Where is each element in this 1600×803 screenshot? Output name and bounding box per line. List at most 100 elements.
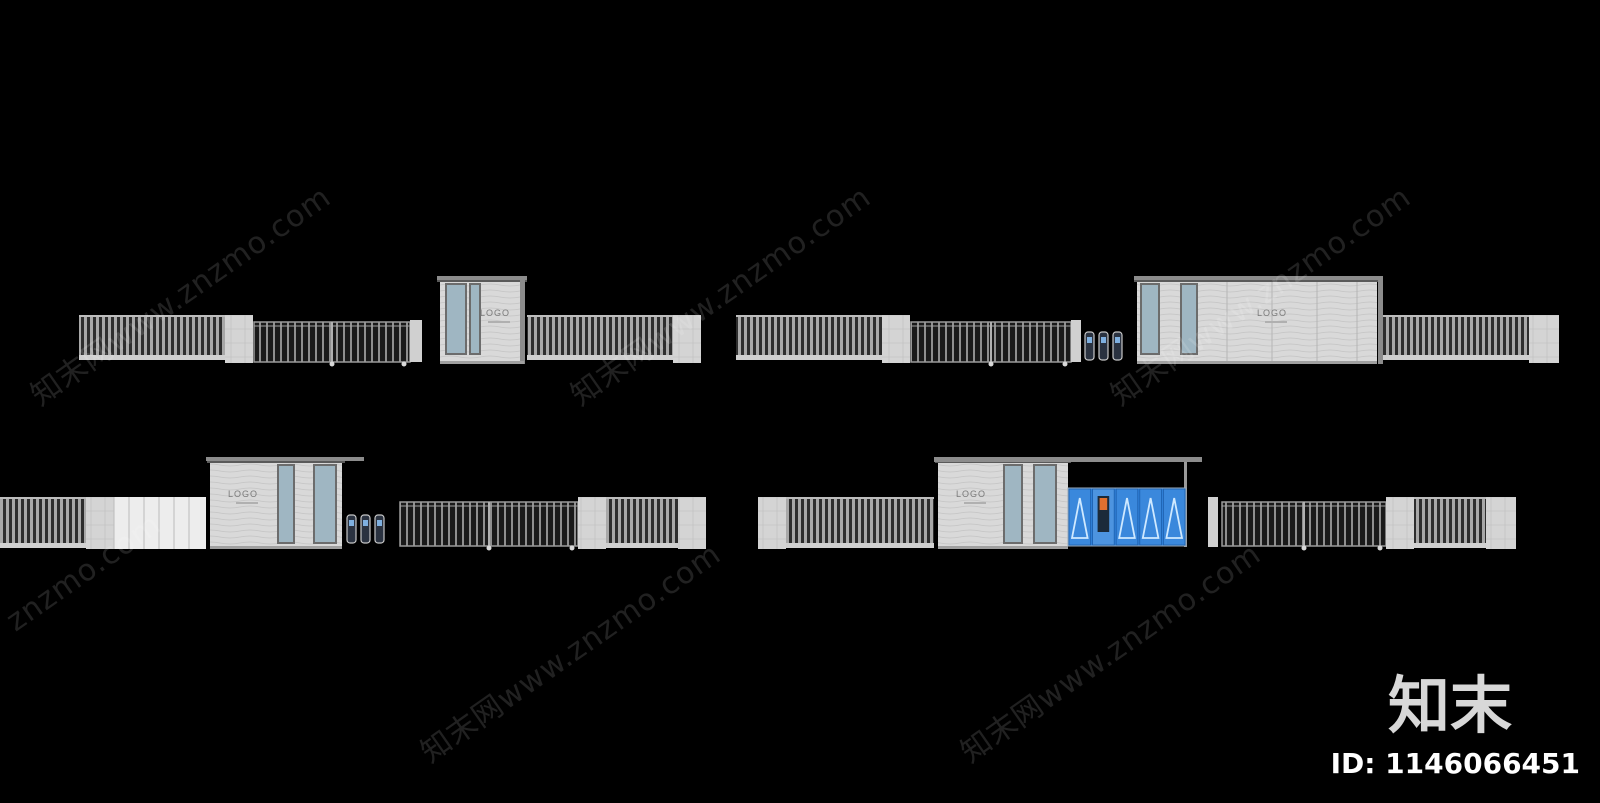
logo-subtitle-mark [964,502,986,504]
stone-pillar [673,315,701,363]
gatehouse-wall [1137,282,1377,364]
canopy-roof [934,457,1202,462]
roof-frame-post [1378,276,1383,364]
gatehouse-window [1003,464,1023,544]
turnstile-panel [1101,337,1106,343]
gatehouse-base [440,361,524,364]
roof-canopy-extension [206,457,364,461]
fence-base [0,543,86,548]
fence-base [736,355,882,360]
turnstile [374,514,385,544]
turnstile [1084,331,1095,361]
stone-pillar [86,497,114,549]
stone-pillar [225,315,253,363]
elevation-1: LOGO [79,276,701,367]
fence-section [1414,497,1486,547]
gate-motor-post [410,320,422,362]
stone-pillar [882,315,910,363]
fence-cap [606,497,678,499]
gate-wheel [1062,361,1068,367]
fence-section [527,315,673,359]
gatehouse-base [938,546,1068,549]
gate-motor-post [1208,497,1218,547]
locker-screen-display [1099,498,1108,510]
fence-section [0,497,86,547]
gate-wheel [401,361,407,367]
stone-pillar [1486,497,1516,549]
fence-cap [736,315,882,317]
locker-column [1115,488,1139,546]
stone-pillar [678,497,706,549]
gatehouse-base [1137,361,1377,364]
fence-base [606,543,678,548]
roof-canopy [437,276,527,280]
logo-subtitle-mark [236,502,258,504]
gatehouse-base [210,546,342,549]
fence-section [606,497,678,547]
roof-fascia [437,280,527,282]
fence-cap [527,315,673,317]
gate-wheel [486,545,492,551]
locker-graphic [1070,497,1089,539]
glass-fence-panel [114,497,206,549]
gatehouse-window [1033,464,1057,544]
logo-subtitle-mark [1265,321,1287,323]
brand-logo: 知末 [1387,669,1512,742]
gate-wheel [1377,545,1383,551]
roof-frame-post [520,276,525,364]
logo-subtitle-mark [488,321,510,323]
fence-base [786,543,934,548]
locker-column [1068,488,1092,546]
turnstile [1098,331,1109,361]
gate-wheel [988,361,994,367]
locker-column [1139,488,1162,546]
gatehouse-window [277,464,295,544]
stone-pillar [758,497,786,549]
gatehouse-window [1140,283,1160,355]
elevation-2: LOGO [736,276,1559,367]
brand-block: 知末 ID: 1146066451 [1330,669,1580,781]
fence-cap [79,315,225,317]
fence-section [79,315,225,359]
turnstile-panel [377,520,382,526]
gatehouse-window [445,283,467,355]
fence-section [786,497,934,547]
image-id-label: ID: 1146066451 [1330,747,1580,780]
roof-canopy [1134,276,1380,280]
locker-column [1163,488,1186,546]
gate-motor-post [1071,320,1081,362]
gatehouse-window [469,283,481,355]
fence-base [79,355,225,360]
turnstile [360,514,371,544]
fence-base [527,355,673,360]
roof-fascia [1134,280,1380,282]
gatehouse-window [1180,283,1198,355]
turnstile [1112,331,1123,361]
gatehouse-window [313,464,337,544]
fence-base [1383,355,1529,360]
turnstile-panel [1087,337,1092,343]
roof-fascia [207,461,345,463]
fence-base [1414,543,1486,548]
turnstile-panel [349,520,354,526]
locker-graphic [1141,497,1160,539]
turnstile-panel [363,520,368,526]
elevation-3: LOGO [0,457,706,551]
logo-text: LOGO [480,308,510,318]
turnstile-panel [1115,337,1120,343]
elevation-4: LOGO [758,457,1516,551]
locker-graphic [1165,497,1184,539]
gate-wheel [1301,545,1307,551]
stone-pillar [1529,315,1559,363]
logo-text: LOGO [1257,308,1287,318]
logo-text: LOGO [228,489,258,499]
stone-pillar [578,497,606,549]
stone-pillar [1386,497,1414,549]
gate-wheel [569,545,575,551]
fence-cap [1383,315,1529,317]
fence-section [1383,315,1529,359]
locker-graphic [1118,497,1136,539]
locker-screen [1097,496,1110,532]
